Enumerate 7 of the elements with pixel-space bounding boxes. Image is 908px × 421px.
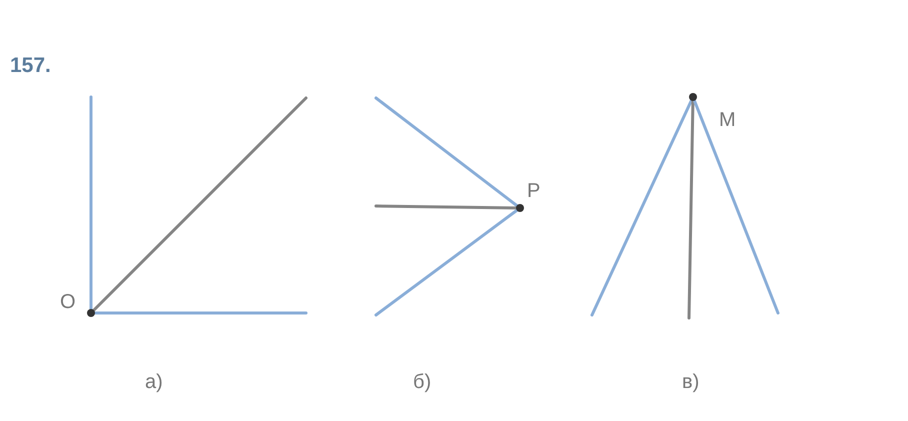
point-label: M [719,110,736,130]
point-label: P [527,181,540,201]
figure-label: б) [413,372,432,392]
figure-label: а) [145,372,163,392]
figure-label: в) [682,372,700,392]
problem-number: 157. [10,55,51,76]
point-label: O [60,292,76,312]
